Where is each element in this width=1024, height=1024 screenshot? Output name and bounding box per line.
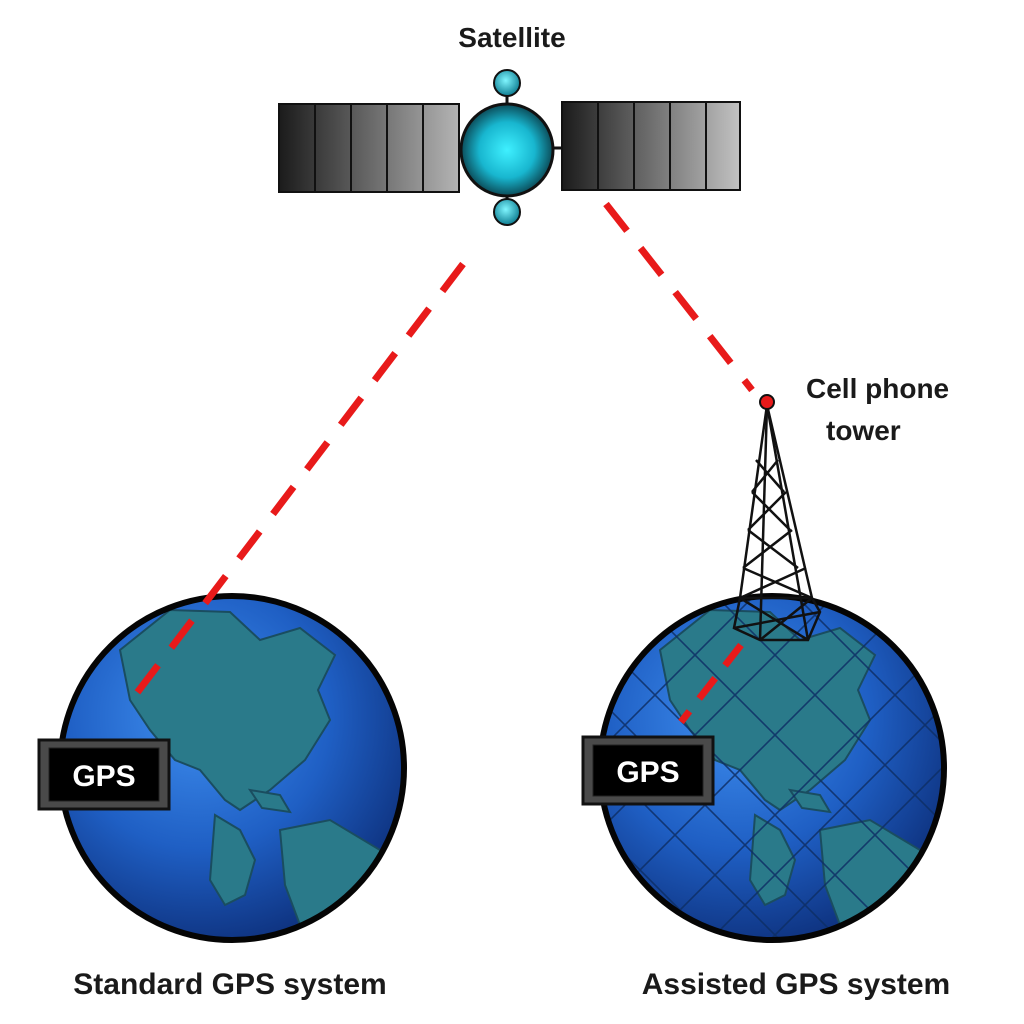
cell-tower-label-line1: Cell phone bbox=[806, 373, 949, 404]
standard-gps-caption: Standard GPS system bbox=[73, 968, 386, 1001]
signal-line-satellite-to-tower bbox=[603, 201, 755, 393]
assisted-gps-caption: Assisted GPS system bbox=[642, 968, 950, 1001]
cell-tower-icon bbox=[732, 404, 822, 642]
satellite-icon bbox=[278, 69, 741, 226]
signal-line-tower-to-device bbox=[678, 642, 744, 725]
gps-device-label: GPS bbox=[616, 756, 679, 789]
gps-device-assisted: GPS bbox=[581, 735, 715, 806]
gps-device-label: GPS bbox=[72, 760, 135, 793]
cell-tower-label-line2: tower bbox=[826, 415, 901, 446]
signal-line-standard bbox=[124, 261, 466, 709]
satellite-label: Satellite bbox=[458, 22, 565, 53]
gps-device-standard: GPS bbox=[37, 738, 171, 811]
tower-beacon bbox=[759, 394, 775, 410]
